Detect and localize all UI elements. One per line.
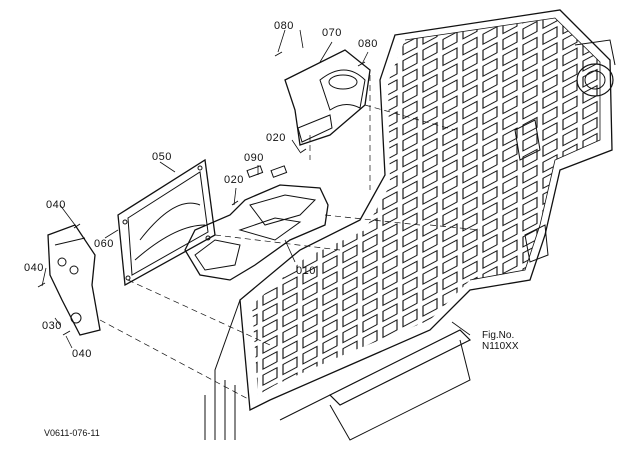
guide-lines [99,75,481,401]
cab-panel [204,9,616,441]
part-label-020: 020 [224,174,244,186]
part-label-080: 080 [358,38,378,50]
part-010-console [184,165,329,281]
part-label-030: 030 [42,320,62,332]
figure-number-value: N110XX [482,341,519,352]
part-label-040: 040 [72,348,92,360]
part-070-cover [284,49,371,146]
bolts [37,51,366,336]
part-label-050: 050 [152,151,172,163]
part-label-040: 040 [24,262,44,274]
figure-number-caption: Fig.No. [482,330,515,341]
part-label-010: 010 [296,265,316,277]
leader-lines [41,29,471,349]
part-030-cover [47,224,101,336]
part-label-020: 020 [266,132,286,144]
figure-number: Fig.No. N110XX [482,330,519,352]
part-label-080: 080 [274,20,294,32]
part-label-040: 040 [46,199,66,211]
part-label-090: 090 [244,152,264,164]
part-050-panel [117,158,216,287]
drawing-code: V0611-076-11 [44,428,100,438]
part-label-070: 070 [322,27,342,39]
part-label-060: 060 [94,238,114,250]
